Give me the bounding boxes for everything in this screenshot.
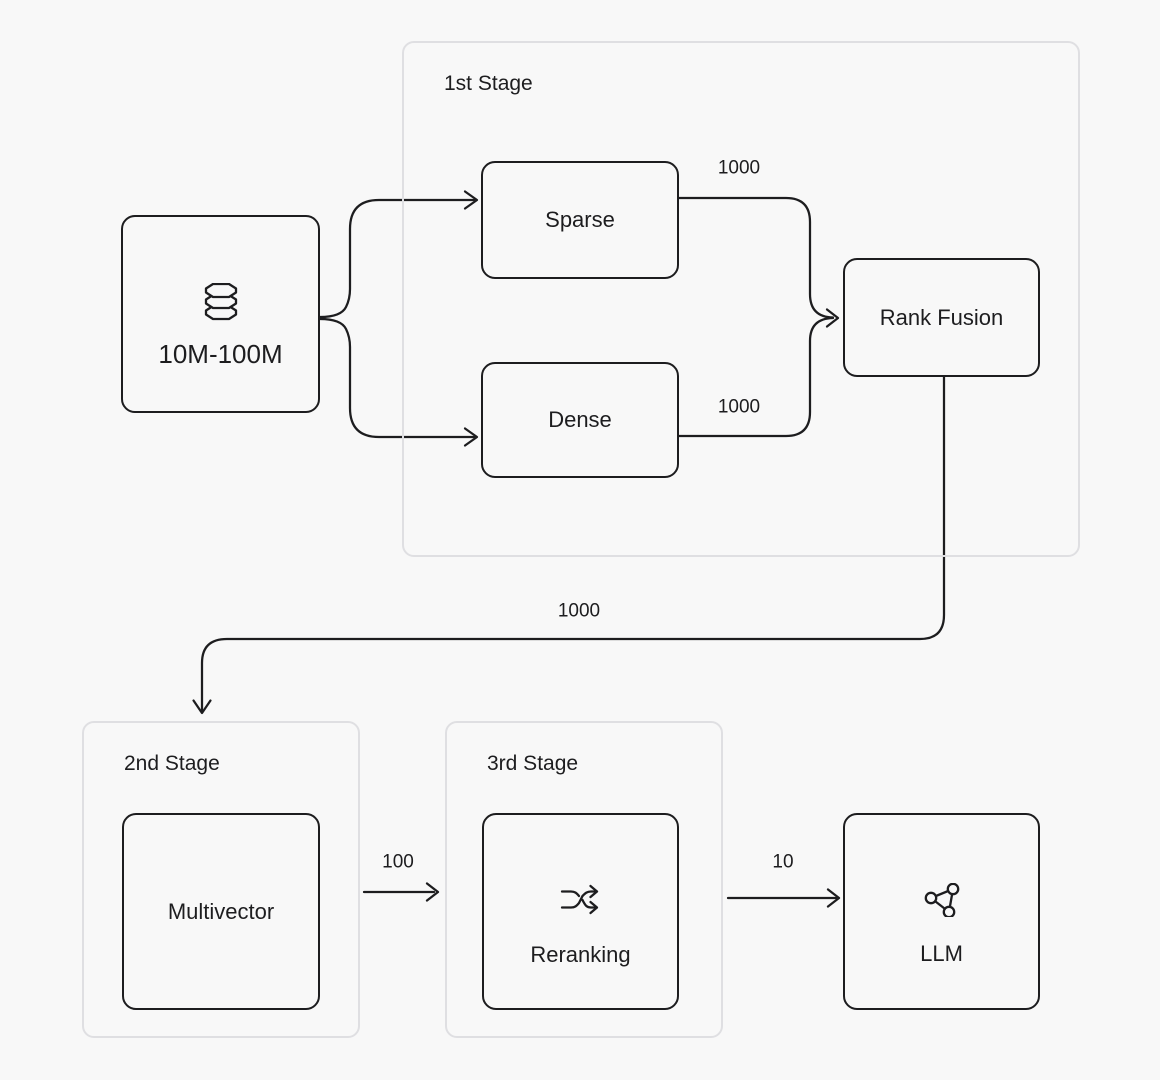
arrow-multivector-to-stage3 bbox=[362, 882, 440, 902]
edge-label-fusion-to-multivector: 1000 bbox=[557, 600, 601, 622]
stage3-container: 3rd Stage bbox=[445, 721, 723, 1038]
edge-label-sparse-to-fusion: 1000 bbox=[717, 157, 761, 179]
node-multivector: Multivector bbox=[122, 813, 320, 1010]
node-sparse-label: Sparse bbox=[545, 207, 615, 232]
stage1-label: 1st Stage bbox=[444, 72, 533, 95]
node-dense: Dense bbox=[481, 362, 679, 478]
stage1-container: 1st Stage bbox=[402, 41, 1080, 557]
shuffle-icon bbox=[484, 884, 677, 915]
node-multivector-label: Multivector bbox=[167, 898, 275, 924]
node-llm-label: LLM bbox=[920, 941, 963, 966]
stage2-container: 2nd Stage bbox=[82, 721, 360, 1038]
database-icon bbox=[123, 283, 318, 321]
node-dense-label: Dense bbox=[548, 407, 612, 432]
stage2-label: 2nd Stage bbox=[124, 752, 220, 775]
node-llm: LLM bbox=[843, 813, 1040, 1010]
node-reranking-label: Reranking bbox=[530, 942, 631, 967]
edge-label-multivector-to-reranking: 100 bbox=[382, 851, 414, 873]
node-sparse: Sparse bbox=[481, 161, 679, 279]
network-icon bbox=[845, 883, 1038, 917]
node-rank-fusion: Rank Fusion bbox=[843, 258, 1040, 377]
stage3-label: 3rd Stage bbox=[487, 752, 579, 775]
node-database: 10M-100M bbox=[121, 215, 320, 413]
node-reranking: Reranking bbox=[482, 813, 679, 1010]
node-database-label: 10M-100M bbox=[158, 339, 283, 369]
node-rank-fusion-label: Rank Fusion bbox=[879, 304, 1004, 330]
arrow-reranking-to-llm bbox=[726, 888, 841, 908]
edge-label-dense-to-fusion: 1000 bbox=[717, 396, 761, 418]
edge-label-reranking-to-llm: 10 bbox=[772, 851, 794, 873]
